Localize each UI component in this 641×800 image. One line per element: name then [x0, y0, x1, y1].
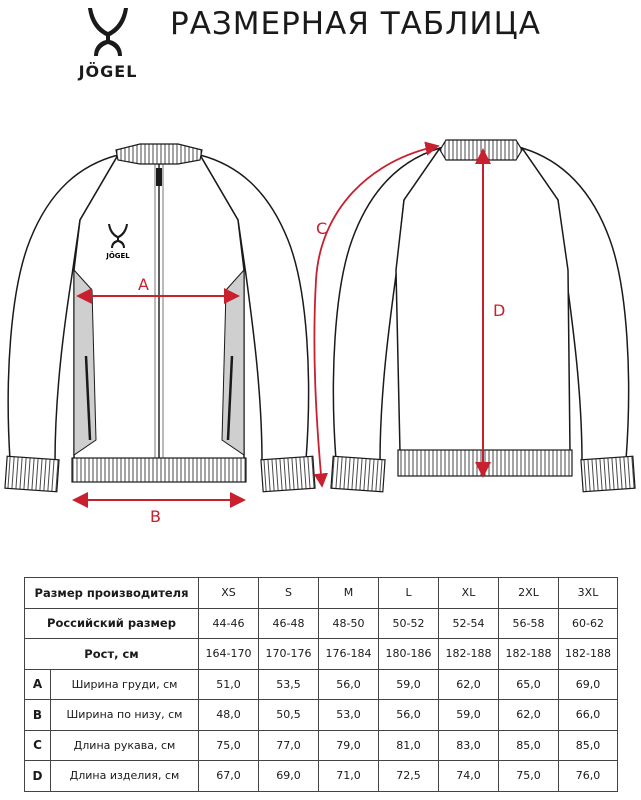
marker-c: C: [316, 219, 327, 238]
row-label: Российский размер: [23, 607, 200, 639]
table-cell: 72,5: [378, 760, 440, 792]
table-cell: M: [318, 577, 380, 609]
table-cell: 59,0: [378, 668, 440, 700]
table-cell: 3XL: [558, 577, 619, 609]
table-row: Размер производителя XS S M L XL 2XL 3XL: [23, 577, 619, 609]
table-cell: 60-62: [558, 607, 619, 639]
measure-label: Ширина по низу, см: [49, 699, 200, 731]
measure-label: Длина изделия, см: [49, 760, 200, 792]
table-cell: S: [258, 577, 320, 609]
table-cell: L: [378, 577, 440, 609]
marker-d: D: [493, 301, 505, 320]
table-cell: 170-176: [258, 638, 320, 670]
page-title: РАЗМЕРНАЯ ТАБЛИЦА: [170, 6, 541, 42]
table-cell: 69,0: [258, 760, 320, 792]
brand-name: JÖGEL: [78, 62, 138, 81]
table-cell: 76,0: [558, 760, 619, 792]
jacket-illustration: JÖGEL A B C D: [4, 139, 636, 526]
table-row: B Ширина по низу, см 48,0 50,5 53,0 56,0…: [24, 699, 619, 731]
measure-letter: C: [24, 729, 51, 761]
table-cell: 56,0: [318, 668, 380, 700]
table-cell: 62,0: [438, 668, 500, 700]
table-cell: XS: [198, 577, 260, 609]
row-label: Размер производителя: [23, 577, 200, 609]
measure-label: Длина рукава, см: [49, 729, 200, 761]
row-label: Рост, см: [23, 638, 200, 670]
brand-logo: JÖGEL: [58, 6, 158, 81]
table-cell: 53,5: [258, 668, 320, 700]
measure-letter: D: [24, 760, 51, 792]
table-cell: 71,0: [318, 760, 380, 792]
table-cell: 176-184: [318, 638, 380, 670]
table-cell: 44-46: [198, 607, 260, 639]
table-cell: 48,0: [198, 699, 260, 731]
table-row: D Длина изделия, см 67,0 69,0 71,0 72,5 …: [24, 760, 619, 792]
table-cell: 182-188: [558, 638, 619, 670]
chest-logo-text: JÖGEL: [105, 251, 130, 260]
table-cell: 62,0: [498, 699, 560, 731]
table-cell: 67,0: [198, 760, 260, 792]
table-row: Рост, см 164-170 170-176 176-184 180-186…: [23, 638, 619, 670]
table-cell: 75,0: [198, 729, 260, 761]
table-cell: 164-170: [198, 638, 260, 670]
marker-a: A: [138, 275, 149, 294]
measure-letter: B: [24, 699, 51, 731]
table-cell: 66,0: [558, 699, 619, 731]
front-jacket: JÖGEL: [4, 143, 316, 493]
table-cell: 50-52: [378, 607, 440, 639]
table-cell: 180-186: [378, 638, 440, 670]
table-cell: 48-50: [318, 607, 380, 639]
table-cell: XL: [438, 577, 500, 609]
table-cell: 56-58: [498, 607, 560, 639]
table-cell: 46-48: [258, 607, 320, 639]
table-cell: 52-54: [438, 607, 500, 639]
table-cell: 69,0: [558, 668, 619, 700]
table-cell: 65,0: [498, 668, 560, 700]
table-row: A Ширина груди, см 51,0 53,5 56,0 59,0 6…: [24, 668, 619, 700]
marker-b: B: [150, 507, 161, 526]
table-cell: 83,0: [438, 729, 500, 761]
size-table: Размер производителя XS S M L XL 2XL 3XL…: [23, 577, 619, 792]
table-cell: 56,0: [378, 699, 440, 731]
table-cell: 182-188: [498, 638, 560, 670]
table-cell: 85,0: [558, 729, 619, 761]
table-cell: 85,0: [498, 729, 560, 761]
table-cell: 182-188: [438, 638, 500, 670]
table-cell: 2XL: [498, 577, 560, 609]
jogel-logo-icon: [88, 8, 128, 56]
measure-label: Ширина груди, см: [49, 668, 200, 700]
table-cell: 77,0: [258, 729, 320, 761]
table-row: C Длина рукава, см 75,0 77,0 79,0 81,0 8…: [24, 729, 619, 761]
sleeve-length-line: [313, 141, 440, 488]
table-cell: 81,0: [378, 729, 440, 761]
table-cell: 53,0: [318, 699, 380, 731]
table-row: Российский размер 44-46 46-48 48-50 50-5…: [23, 607, 619, 639]
table-cell: 51,0: [198, 668, 260, 700]
measure-letter: A: [24, 668, 51, 700]
table-cell: 50,5: [258, 699, 320, 731]
table-cell: 75,0: [498, 760, 560, 792]
table-cell: 59,0: [438, 699, 500, 731]
table-cell: 79,0: [318, 729, 380, 761]
table-cell: 74,0: [438, 760, 500, 792]
